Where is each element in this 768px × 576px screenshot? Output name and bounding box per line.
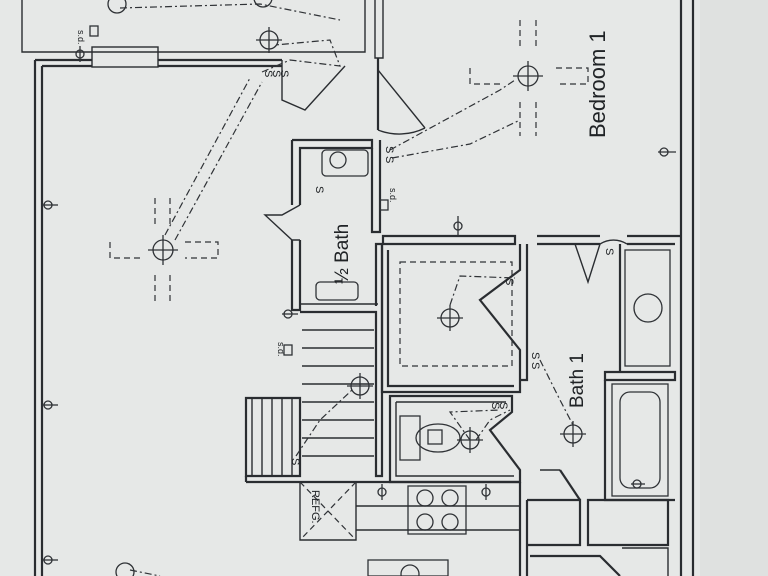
smoke-detectors: s.d. s.d. s.d. xyxy=(76,25,398,357)
bathtub xyxy=(611,383,669,497)
switch-icon: S S xyxy=(529,352,541,369)
switch-icon: S S xyxy=(489,402,509,409)
doors xyxy=(263,60,628,471)
switch-label: S xyxy=(289,458,301,465)
interior-walls xyxy=(244,58,681,576)
room-label-half-bath: ½ Bath xyxy=(332,224,353,284)
switch-label: S xyxy=(383,156,395,163)
switch-label: S xyxy=(503,278,515,285)
switches: S S S S S S S S S S S S S xyxy=(262,70,615,465)
vanity xyxy=(624,249,671,367)
smoke-detector: s.d. xyxy=(76,30,86,45)
light-fixture-icon xyxy=(107,0,127,14)
light-fixture-icon xyxy=(560,421,586,447)
ceiling-fan-living xyxy=(109,198,219,305)
range xyxy=(407,485,467,535)
switch-label: S xyxy=(497,402,509,409)
switch-label: S xyxy=(529,362,541,369)
outlet-icon xyxy=(377,484,387,500)
smoke-detector-label: s.d. xyxy=(76,30,86,45)
ceiling-fan-bedroom xyxy=(469,20,589,136)
light-fixture-icon xyxy=(256,27,282,53)
outlet-icon xyxy=(631,479,645,489)
outlet-icon xyxy=(42,555,58,565)
switch-icon: S xyxy=(503,278,515,285)
light-fixture-icon xyxy=(115,562,135,576)
smoke-detector: s.d. xyxy=(276,342,286,357)
switch-label: S xyxy=(313,186,325,193)
paper-edge xyxy=(700,0,768,576)
smoke-detector-icon xyxy=(89,25,99,37)
switch-icon: S xyxy=(289,458,301,465)
switch-label: S xyxy=(270,70,282,77)
light-fixture-icon xyxy=(437,305,463,331)
switch-label: S xyxy=(383,146,395,153)
appliance-label-refrigerator: REFG. xyxy=(309,490,321,524)
smoke-detector-icon xyxy=(283,344,293,356)
window xyxy=(91,46,159,68)
light-fixture-icon xyxy=(347,373,373,399)
bedroom-door xyxy=(377,69,426,129)
outlet-icon xyxy=(282,309,298,319)
outlets xyxy=(42,46,676,565)
refrigerator xyxy=(299,481,357,541)
switch-icon: S S xyxy=(383,146,395,163)
half-bath-door xyxy=(263,204,301,241)
switch-icon: S xyxy=(603,248,615,255)
toilet xyxy=(315,281,359,301)
smoke-detector-label: s.d. xyxy=(388,188,398,203)
stairs xyxy=(251,329,374,476)
outlet-icon xyxy=(42,200,58,210)
sink xyxy=(321,149,369,177)
switch-label: S xyxy=(529,352,541,359)
switch-label: S xyxy=(489,402,501,409)
outlet-icon xyxy=(658,147,676,157)
switch-label: S xyxy=(603,248,615,255)
shower xyxy=(399,261,513,367)
outlet-icon xyxy=(42,400,58,410)
smoke-detector-icon xyxy=(379,199,389,211)
exterior-walls xyxy=(21,0,695,576)
light-fixture-icon xyxy=(253,0,273,8)
wiring xyxy=(119,3,574,576)
smoke-detector: s.d. xyxy=(388,188,398,203)
smoke-detector-label: s.d. xyxy=(276,342,286,357)
light-fixture-icon xyxy=(400,564,420,576)
switch-label: S xyxy=(278,70,290,77)
switch-icon: S xyxy=(313,186,325,193)
room-label-bedroom: Bedroom 1 xyxy=(585,30,610,138)
vanity-sink xyxy=(633,293,663,323)
outlet-icon xyxy=(75,46,85,62)
room-label-bath: Bath 1 xyxy=(567,353,588,408)
fixtures xyxy=(299,149,671,576)
outlet-icon xyxy=(481,484,491,500)
toilet-bowl xyxy=(415,423,461,453)
switch-icon: S S S xyxy=(262,70,290,77)
outlet-icon xyxy=(453,216,463,236)
switch-label: S xyxy=(262,70,274,77)
